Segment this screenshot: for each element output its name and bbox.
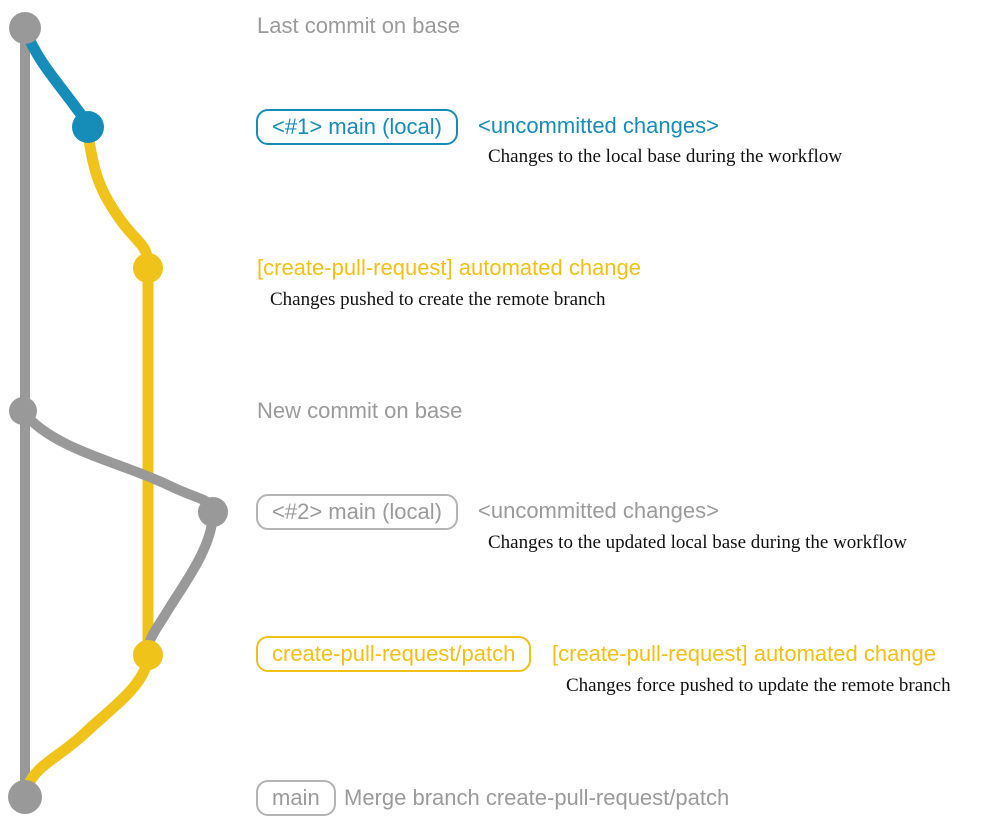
caption-push-create: Changes pushed to create the remote bran…: [270, 289, 606, 310]
commit-graph: [8, 12, 228, 814]
merge-branch-line: [21, 656, 154, 791]
branch-label-main-local-2: <#2> main (local): [256, 494, 458, 530]
caption-local-base: Changes to the local base during the wor…: [488, 146, 843, 167]
commit-dot-last-base: [9, 12, 41, 44]
commit-dot-local-main-2: [198, 497, 228, 527]
commit-message-uncommitted-2: <uncommitted changes>: [478, 498, 719, 523]
rebase-branch-line: [20, 409, 219, 659]
commit-message-automated-1: [create-pull-request] automated change: [257, 255, 642, 280]
caption-force-push-update: Changes force pushed to update the remot…: [566, 675, 951, 696]
commit-dot-new-base: [9, 397, 37, 425]
branch-label-patch: create-pull-request/patch: [256, 636, 532, 672]
annotation-last-commit: Last commit on base: [257, 13, 460, 38]
commit-dot-automated-2: [133, 640, 163, 670]
commit-dot-automated-1: [133, 253, 163, 283]
annotation-merge-commit: Merge branch create-pull-request/patch: [344, 785, 730, 810]
commit-dot-local-main-1: [72, 111, 104, 143]
branch-label-main: main: [256, 780, 336, 816]
branch-label-main-local-1: <#1> main (local): [256, 109, 458, 145]
local-main-branch-line: [20, 29, 90, 124]
caption-updated-local-base: Changes to the updated local base during…: [488, 532, 907, 553]
patch-branch-line: [82, 131, 154, 655]
annotation-new-commit: New commit on base: [257, 398, 463, 423]
commit-dot-merge: [8, 780, 42, 814]
commit-message-automated-2: [create-pull-request] automated change: [552, 641, 937, 666]
commit-message-uncommitted-1: <uncommitted changes>: [478, 113, 719, 138]
